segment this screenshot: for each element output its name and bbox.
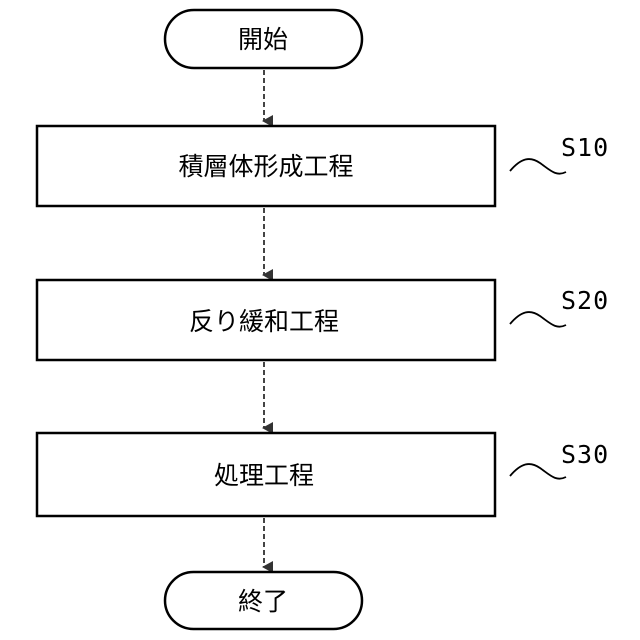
start-terminal-label: 開始 (238, 25, 288, 54)
process-step-3-label: 処理工程 (214, 461, 314, 490)
process-step-3: 処理工程 S30 (37, 433, 609, 516)
process-step-2: 反り緩和工程 S20 (37, 280, 609, 360)
process-step-1-leader (510, 159, 566, 174)
end-terminal-label: 終了 (238, 587, 288, 616)
process-step-3-leader (510, 464, 566, 479)
process-step-2-label: 反り緩和工程 (189, 307, 339, 336)
process-step-2-ref: S20 (561, 286, 609, 315)
process-step-1: 積層体形成工程 S10 (37, 126, 609, 206)
end-terminal: 終了 (165, 572, 362, 629)
start-terminal: 開始 (165, 10, 362, 68)
process-step-3-ref: S30 (561, 440, 609, 469)
process-step-1-ref: S10 (561, 133, 609, 162)
process-step-1-label: 積層体形成工程 (178, 152, 353, 181)
process-step-2-leader (510, 312, 566, 327)
